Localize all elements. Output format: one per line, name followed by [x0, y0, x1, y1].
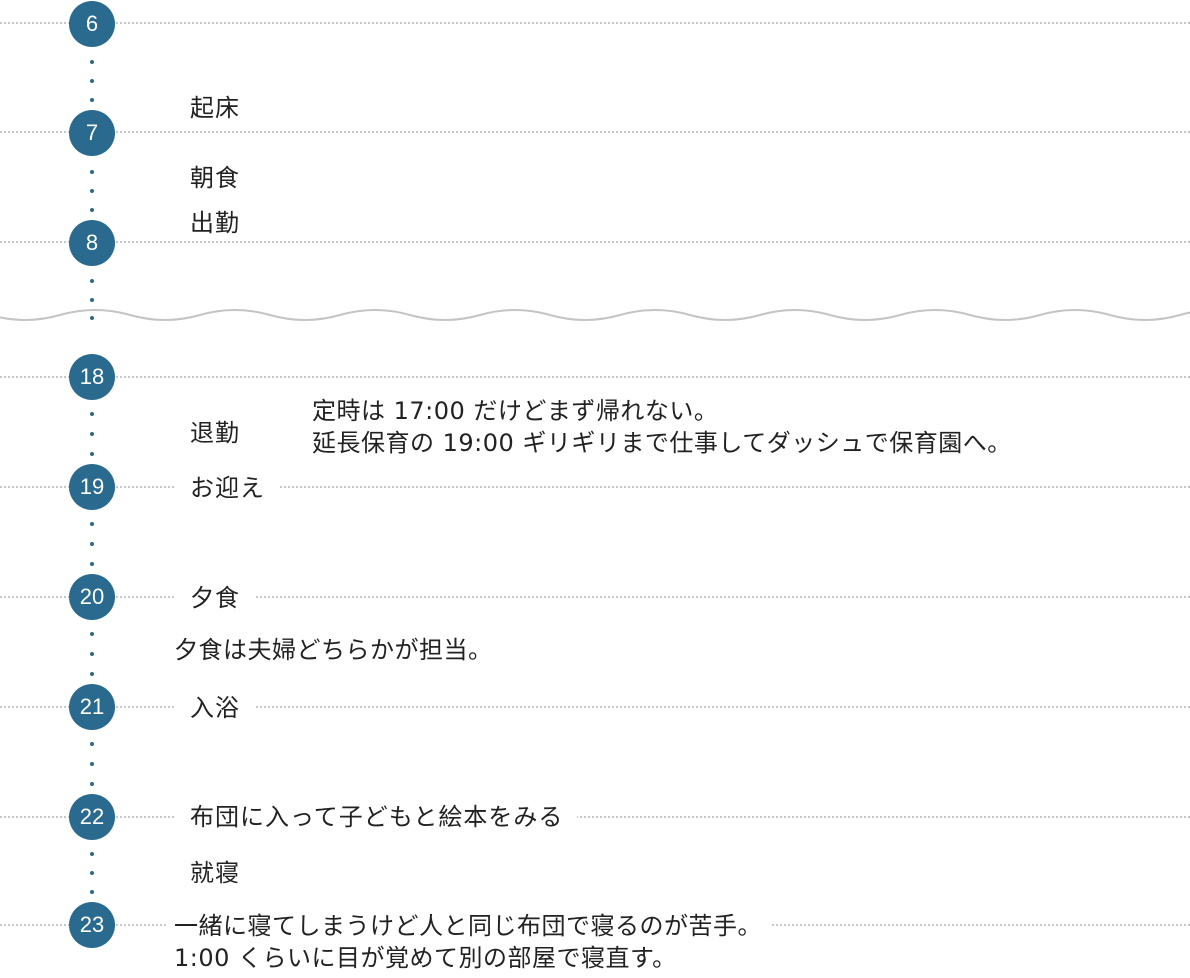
connector-dot — [90, 98, 94, 102]
note-night: 一緒に寝てしまうけど人と同じ布団で寝るのが苦手。 1:00 くらいに目が覚めて別… — [168, 910, 772, 974]
hour-badge-23: 23 — [69, 902, 115, 948]
note-night-line-2: 1:00 くらいに目が覚めて別の部屋で寝直す。 — [174, 944, 677, 972]
note-evening: 定時は 17:00 だけどまず帰れない。 延長保育の 19:00 ギリギリまで仕… — [306, 395, 1022, 459]
event-picture-book: 布団に入って子どもと絵本をみる — [176, 802, 578, 832]
connector-dot — [90, 170, 94, 174]
connector-dot — [90, 542, 94, 546]
connector-dot — [90, 871, 94, 875]
note-dinner: 夕食は夫婦どちらかが担当。 — [168, 634, 503, 666]
connector-dot — [90, 522, 94, 526]
hour-line-21 — [0, 706, 1190, 708]
event-commute: 出勤 — [176, 208, 254, 238]
event-leave-work: 退勤 — [176, 418, 254, 448]
event-bath: 入浴 — [176, 693, 254, 723]
connector-dot — [90, 562, 94, 566]
connector-dot — [90, 79, 94, 83]
hour-badge-6: 6 — [69, 1, 115, 47]
hour-badge-18: 18 — [69, 354, 115, 400]
connector-dot — [90, 452, 94, 456]
hour-badge-8: 8 — [69, 220, 115, 266]
hour-badge-19: 19 — [69, 464, 115, 510]
connector-dot — [90, 60, 94, 64]
event-wake: 起床 — [176, 93, 254, 123]
hour-badge-22: 22 — [69, 794, 115, 840]
hour-line-7 — [0, 131, 1190, 133]
event-pickup: お迎え — [176, 473, 279, 503]
hour-line-19 — [0, 486, 1190, 488]
hour-line-20 — [0, 596, 1190, 598]
hour-line-8 — [0, 241, 1190, 243]
connector-dot — [90, 432, 94, 436]
event-breakfast: 朝食 — [176, 163, 254, 193]
note-dinner-line-1: 夕食は夫婦どちらかが担当。 — [174, 636, 493, 664]
connector-dot — [90, 652, 94, 656]
hour-line-6 — [0, 22, 1190, 24]
connector-dot — [90, 742, 94, 746]
connector-dot — [90, 632, 94, 636]
event-dinner: 夕食 — [176, 583, 254, 613]
connector-dot — [90, 298, 94, 302]
hour-line-22 — [0, 816, 1190, 818]
connector-dot — [90, 762, 94, 766]
hour-badge-21: 21 — [69, 684, 115, 730]
connector-dot — [90, 208, 94, 212]
note-evening-line-1: 定時は 17:00 だけどまず帰れない。 — [312, 397, 719, 425]
connector-dot — [90, 782, 94, 786]
event-sleep: 就寝 — [176, 858, 254, 888]
connector-dot — [90, 279, 94, 283]
connector-dot — [90, 890, 94, 894]
connector-dot — [90, 672, 94, 676]
hour-badge-20: 20 — [69, 574, 115, 620]
connector-dot — [90, 412, 94, 416]
connector-dot — [90, 316, 94, 320]
hour-badge-7: 7 — [69, 110, 115, 156]
connector-dot — [90, 189, 94, 193]
hour-line-18 — [0, 376, 1190, 378]
note-evening-line-2: 延長保育の 19:00 ギリギリまで仕事してダッシュで保育園へ。 — [312, 429, 1012, 457]
connector-dot — [90, 852, 94, 856]
time-skip-wave — [0, 309, 1190, 321]
note-night-line-1: 一緒に寝てしまうけど人と同じ布団で寝るのが苦手。 — [174, 912, 762, 940]
